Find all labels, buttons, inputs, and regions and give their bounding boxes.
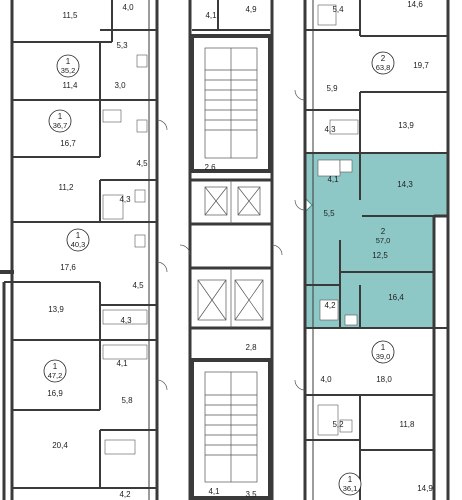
room-area-label: 11,8 — [400, 420, 416, 429]
room-area-label: 4,9 — [245, 5, 257, 14]
apartment-badge[interactable]: 1 36,1 — [338, 472, 362, 496]
room-area-label: 4,0 — [320, 375, 332, 384]
door-swings — [156, 89, 306, 391]
room-area-label: 4,1 — [327, 175, 339, 184]
room-area-label: 4,5 — [132, 281, 144, 290]
room-area-label: 4,1 — [205, 11, 217, 20]
room-area-label: 17,6 — [60, 263, 76, 272]
apartment-rooms: 1 — [58, 112, 63, 121]
apartment-badge[interactable]: 2 63,8 — [371, 51, 395, 75]
left-wing-walls — [0, 0, 159, 500]
apartment-area: 36,1 — [343, 484, 358, 493]
apartment-area: 47,2 — [48, 371, 63, 380]
room-area-label: 5,4 — [332, 5, 344, 14]
room-area-label: 5,2 — [332, 420, 344, 429]
room-area-label: 4,3 — [324, 125, 336, 134]
room-area-label: 11,4 — [63, 81, 79, 90]
room-area-label: 4,3 — [119, 195, 131, 204]
apartment-area: 36,7 — [53, 121, 68, 130]
room-area-label: 4,0 — [122, 3, 134, 12]
room-area-label: 2,8 — [245, 343, 257, 352]
apartment-area: 40,3 — [71, 240, 86, 249]
room-area-label: 5,9 — [326, 84, 338, 93]
room-area-label: 4,2 — [119, 490, 131, 499]
room-area-label: 14,9 — [417, 484, 433, 493]
apartment-area: 39,0 — [376, 352, 391, 361]
apartment-area: 57,0 — [376, 236, 391, 245]
room-area-label: 3,5 — [245, 490, 257, 499]
apartment-badge[interactable]: 1 39,0 — [371, 340, 395, 364]
central-core — [188, 0, 274, 500]
room-area-label: 4,1 — [116, 359, 128, 368]
apartment-badge[interactable]: 1 40,3 — [66, 228, 90, 252]
room-area-label: 19,7 — [413, 61, 429, 70]
room-area-label: 5,3 — [116, 41, 128, 50]
right-wing-walls — [303, 0, 450, 500]
apartment-badge[interactable]: 1 35,2 — [56, 54, 80, 78]
room-area-label: 5,8 — [121, 396, 133, 405]
apartment-area: 63,8 — [376, 63, 391, 72]
left-wing-fixtures — [102, 54, 148, 455]
room-area-label: 12,5 — [372, 251, 388, 260]
apartment-rooms: 1 — [381, 343, 386, 352]
apartment-badge[interactable]: 1 47,2 — [43, 359, 67, 383]
apartment-rooms: 1 — [53, 362, 58, 371]
right-wing-fixtures — [317, 4, 359, 436]
room-area-label: 11,2 — [59, 183, 75, 192]
apartment-rooms: 1 — [76, 231, 81, 240]
room-area-label: 16,7 — [60, 139, 76, 148]
room-area-label: 4,2 — [324, 301, 336, 310]
room-area-label: 4,3 — [120, 316, 132, 325]
room-area-label: 5,5 — [323, 209, 335, 218]
room-area-label: 3,0 — [114, 81, 126, 90]
apartment-rooms: 1 — [66, 57, 71, 66]
room-labels: 11,5 4,0 5,3 11,4 3,0 16,7 4,5 11,2 4,3 … — [47, 0, 433, 499]
room-area-label: 16,4 — [388, 293, 404, 302]
apartment-badge[interactable]: 1 36,7 — [48, 109, 72, 133]
room-area-label: 20,4 — [52, 441, 68, 450]
apartment-area: 35,2 — [61, 66, 76, 75]
room-area-label: 13,9 — [398, 121, 414, 130]
apartment-rooms: 1 — [348, 475, 353, 484]
room-area-label: 2,6 — [204, 163, 216, 172]
room-area-label: 11,5 — [63, 11, 79, 20]
room-area-label: 16,9 — [47, 389, 63, 398]
room-area-label: 4,5 — [136, 159, 148, 168]
room-area-label: 14,6 — [407, 0, 423, 9]
room-area-label: 4,1 — [208, 487, 220, 496]
apartment-rooms: 2 — [381, 54, 386, 63]
apartment-rooms: 2 — [381, 227, 386, 236]
apartment-badge-selected[interactable]: 2 57,0 — [376, 227, 391, 245]
room-area-label: 14,3 — [397, 180, 413, 189]
room-area-label: 18,0 — [376, 375, 392, 384]
room-area-label: 13,9 — [48, 305, 64, 314]
